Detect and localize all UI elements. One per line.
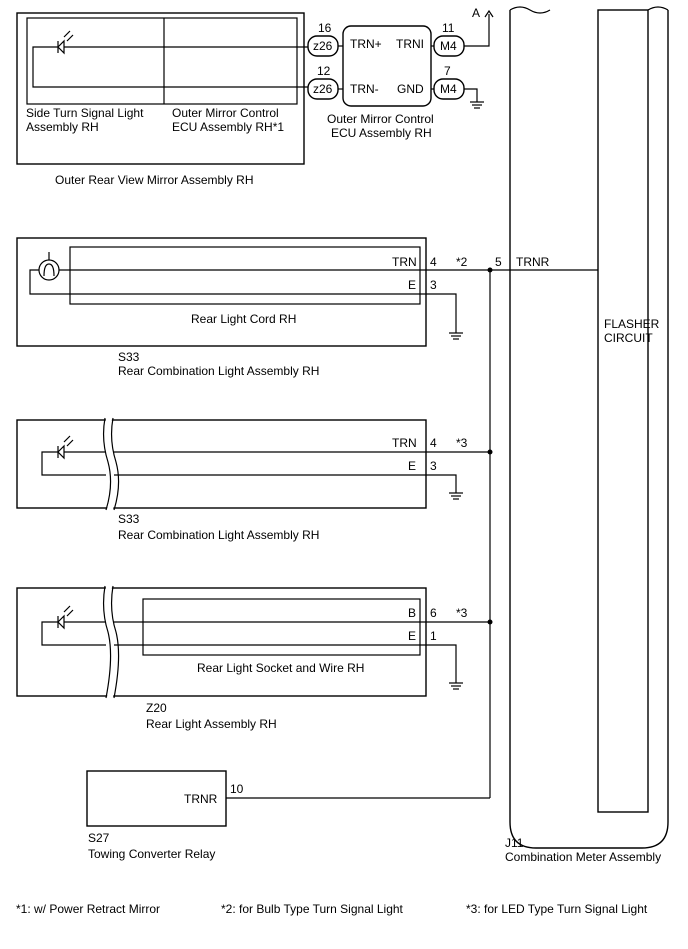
footnote-1: *1: w/ Power Retract Mirror [16,902,160,916]
svg-text:z26: z26 [313,39,333,53]
ecu-trn-minus: TRN- [350,82,379,96]
ecu-trn-plus: TRN+ [350,37,382,51]
ecu-trni: TRNI [396,37,424,51]
meter-trnr: TRNR [516,255,550,269]
rla-note: *3 [456,606,468,620]
outer-mirror-ecu: TRN+ TRNI TRN- GND Outer Mirror Control … [327,25,434,140]
rla-pin-6: 6 [430,606,437,620]
rcl2-pin-3: 3 [430,459,437,473]
ecu-label-2: ECU Assembly RH [331,126,432,140]
rear-combination-light-2: TRN E S33 Rear Combination Light Assembl… [16,417,427,542]
footnote-2: *2: for Bulb Type Turn Signal Light [221,902,404,916]
svg-text:z26: z26 [313,82,333,96]
towing-converter-relay: TRNR S27 Towing Converter Relay [86,770,227,861]
rla-e: E [408,629,416,643]
connector-a-label: A [472,6,480,20]
svg-text:M4: M4 [440,82,457,96]
ground-icon [470,101,484,109]
rcl1-label: Rear Combination Light Assembly RH [118,364,319,378]
relay-code: S27 [88,831,110,845]
rla-socket-label: Rear Light Socket and Wire RH [197,661,364,675]
ground-icon [449,682,463,690]
rcl2-pin-4: 4 [430,436,437,450]
connector-m4-bottom: M4 7 [433,64,465,100]
meter-code: J11 [505,836,524,850]
connector-z26-bottom: z26 12 [307,64,339,100]
rcl1-note: *2 [456,255,468,269]
connector-m4-top: M4 11 [433,21,465,57]
meter-label: Combination Meter Assembly [505,850,661,864]
turn-light-label-2: Assembly RH [26,120,99,134]
outer-mirror-assembly: Side Turn Signal Light Assembly RH Outer… [16,12,308,187]
mirror-ctrl-label-2: ECU Assembly RH*1 [172,120,284,134]
rcl2-label: Rear Combination Light Assembly RH [118,528,319,542]
flasher-label-2: CIRCUIT [604,331,653,345]
ecu-label-1: Outer Mirror Control [327,112,434,126]
relay-label: Towing Converter Relay [88,847,215,861]
flasher-label-1: FLASHER [604,317,660,331]
rcl2-trn: TRN [392,436,417,450]
rla-label: Rear Light Assembly RH [146,717,277,731]
mirror-ctrl-label-1: Outer Mirror Control [172,106,279,120]
mirror-assembly-label: Outer Rear View Mirror Assembly RH [55,173,254,187]
flasher-circuit-box [597,9,649,813]
rcl1-pin-3: 3 [430,278,437,292]
svg-text:M4: M4 [440,39,457,53]
ecu-gnd: GND [397,82,424,96]
meter-pin-5: 5 [495,255,502,269]
ground-icon [449,332,463,340]
pin-11: 11 [442,21,455,35]
connector-z26-top: z26 16 [307,21,339,57]
rcl2-e: E [408,459,416,473]
rear-combination-light-1: TRN E Rear Light Cord RH S33 Rear Combin… [16,237,427,378]
rcl1-e: E [408,278,416,292]
rcl1-pin-4: 4 [430,255,437,269]
combination-meter: FLASHER CIRCUIT J11 Combination Meter As… [505,6,669,864]
relay-trnr: TRNR [184,792,218,806]
ground-icon [449,492,463,500]
pin-16: 16 [318,21,332,35]
footnote-3: *3: for LED Type Turn Signal Light [466,902,648,916]
pin-12: 12 [317,64,331,78]
rcl1-code: S33 [118,350,140,364]
pin-7: 7 [444,64,451,78]
junction-dots [487,267,493,625]
rla-b: B [408,606,416,620]
rla-pin-1: 1 [430,629,437,643]
relay-pin-10: 10 [230,782,244,796]
rcl1-cord-label: Rear Light Cord RH [191,312,296,326]
rla-code: Z20 [146,701,167,715]
rear-light-assembly: B E Rear Light Socket and Wire RH Z20 Re… [16,585,427,731]
turn-light-label-1: Side Turn Signal Light [26,106,144,120]
rcl2-code: S33 [118,512,140,526]
rcl2-note: *3 [456,436,468,450]
rcl1-trn: TRN [392,255,417,269]
